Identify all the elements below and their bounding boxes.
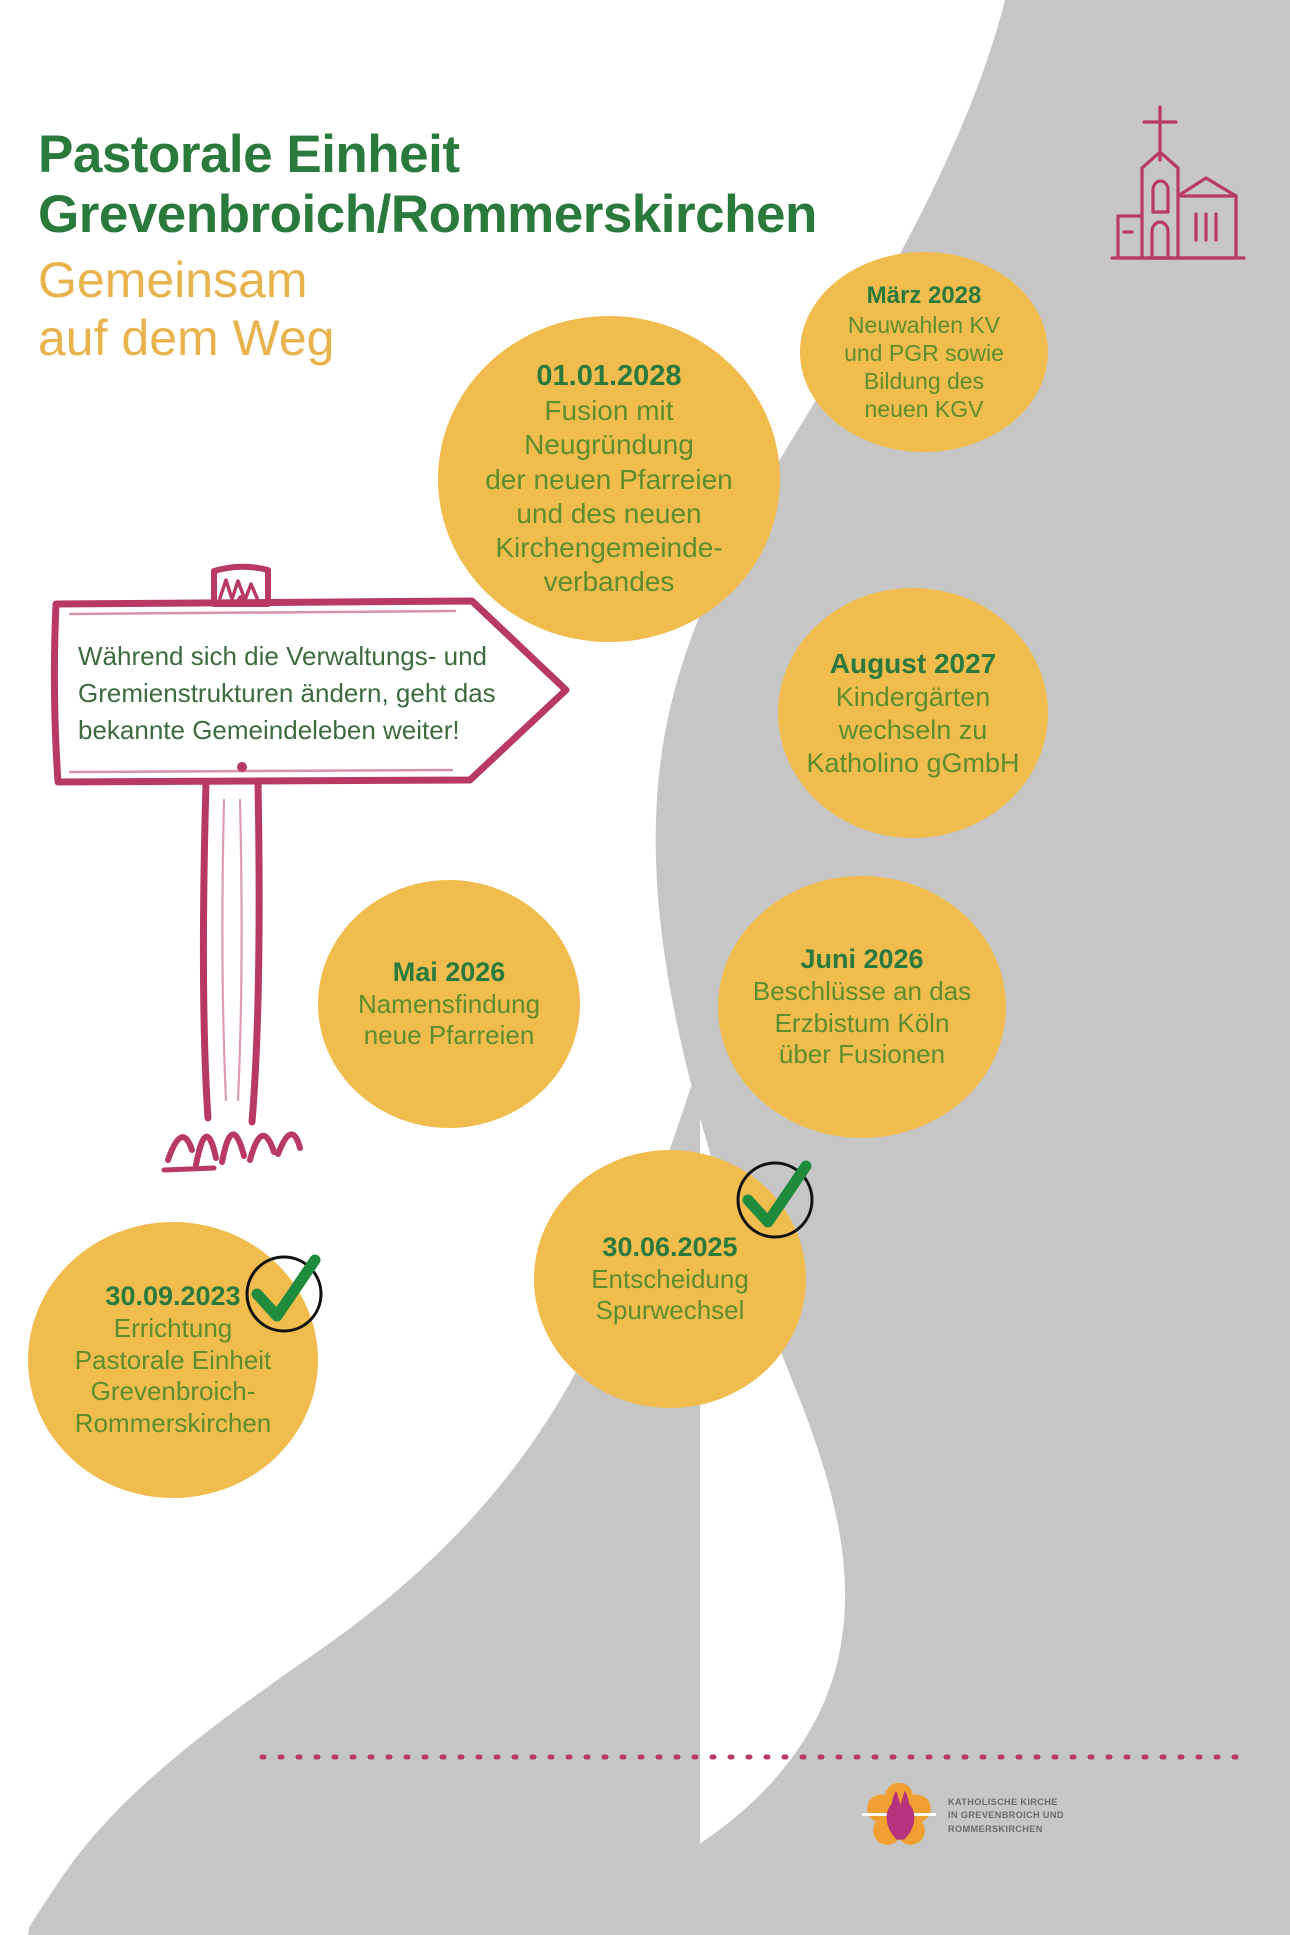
milestone-body: Fusion mit Neugründung der neuen Pfarrei… [485,394,733,599]
signpost-post-texture [221,798,243,1102]
milestone-line: Grevenbroich- [90,1376,256,1407]
milestone-body: Neuwahlen KV und PGR sowie Bildung des n… [844,311,1004,423]
milestone-body: Beschlüsse an das Erzbistum Köln über Fu… [753,976,971,1071]
milestone-line: Bildung des [863,367,985,394]
milestone-date: August 2027 [829,647,997,679]
grass-blade-5 [275,1131,303,1157]
organization-logo: KATHOLISCHE KIRCHE IN GREVENBROICH UND R… [862,1775,1162,1857]
church-nave-roof [1176,176,1238,198]
church-tower [1140,150,1180,260]
milestone-bubble-2028-03: März 2028 Neuwahlen KV und PGR sowie Bil… [800,252,1048,452]
milestone-line: Kindergärten [835,681,991,712]
praying-hands [886,1790,915,1840]
grass-blade-4 [247,1132,277,1163]
milestone-line: Rommerskirchen [74,1408,272,1439]
milestone-line: Katholino gGmbH [806,747,1020,778]
milestone-line: Spurwechsel [595,1295,745,1326]
milestone-line: Namensfindung [357,988,541,1019]
grass-blade-2 [193,1133,219,1168]
signpost-post-left [199,778,212,1122]
signpost-board-inner-line [68,609,457,616]
milestone-line: wechseln zu [838,714,988,745]
grass-blade-1 [165,1134,195,1163]
logo-line-3: ROMMERSKIRCHEN [948,1823,1043,1834]
milestone-bubble-2026-05: Mai 2026 Namensfindung neue Pfarreien [318,880,580,1128]
katholische-kirche-flower-icon [862,1782,936,1845]
milestone-bubble-2027-08: August 2027 Kindergärten wechseln zu Kat… [778,588,1048,838]
milestone-line: Fusion mit [544,395,674,427]
church-tower-window [1151,179,1170,214]
signpost-top-tab [211,563,271,607]
milestone-line: verbandes [543,566,675,597]
milestone-line: der neuen Pfarreien [485,463,733,495]
title-line-2: Grevenbroich/Rommerskirchen [38,184,817,244]
title-line-1: Pastorale Einheit [38,125,460,184]
grass-blade-3 [219,1131,247,1165]
milestone-bubble-2028-01: 01.01.2028 Fusion mit Neugründung der ne… [438,316,780,642]
milestone-date: März 2028 [866,282,982,310]
milestone-bubble-2023-09: 30.09.2023 Errichtung Pastorale Einheit … [28,1222,318,1498]
grass-ground [161,1165,217,1173]
milestone-line: Pastorale Einheit [74,1344,272,1375]
signpost-message: Während sich die Verwaltungs- und Gremie… [78,641,496,745]
church-door [1150,220,1170,260]
milestone-bubble-2025-06: 30.06.2025 Entscheidung Spurwechsel [534,1150,806,1408]
signpost-board-inner-line-2 [68,768,454,774]
milestone-body: Kindergärten wechseln zu Katholino gGmbH [806,681,1019,780]
milestone-line: Errichtung [113,1313,233,1344]
milestone-line: Neuwahlen KV [847,311,1001,338]
logo-line-2: IN GREVENBROICH UND [948,1810,1064,1821]
milestone-line: und des neuen [516,497,702,529]
signpost-top-tab-scribble [218,578,259,602]
signpost-screw-top [237,595,247,605]
page-title: Pastorale Einheit Grevenbroich/Rommerski… [38,125,1128,367]
church-nave [1176,194,1238,260]
subtitle-line-2: auf dem Weg [38,309,335,366]
milestone-body: Errichtung Pastorale Einheit Grevenbroic… [75,1313,272,1440]
signpost-screw-bottom [237,762,247,772]
church-window-1 [1194,212,1218,242]
milestone-line: Entscheidung [591,1263,749,1294]
milestone-date: Mai 2026 [392,956,506,987]
milestone-line: Kirchengemeinde- [495,531,723,563]
milestone-body: Entscheidung Spurwechsel [591,1264,749,1327]
milestone-date: 30.09.2023 [105,1281,241,1312]
milestone-bubble-2026-06: Juni 2026 Beschlüsse an das Erzbistum Kö… [718,876,1006,1138]
logo-text: KATHOLISCHE KIRCHE IN GREVENBROICH UND R… [948,1796,1064,1835]
milestone-date: 30.06.2025 [602,1231,738,1262]
logo-line-1: KATHOLISCHE KIRCHE [948,1797,1058,1808]
signpost-post-right [248,778,263,1126]
subtitle-line-1: Gemeinsam [38,251,308,308]
milestone-line: neuen KGV [864,395,984,422]
milestone-line: Beschlüsse an das [752,975,972,1006]
milestone-line: über Fusionen [778,1039,946,1070]
milestone-line: neue Pfarreien [363,1020,535,1051]
milestone-body: Namensfindung neue Pfarreien [358,989,540,1052]
milestone-date: 01.01.2028 [536,359,682,392]
milestone-line: Erzbistum Köln [774,1007,950,1038]
milestone-line: Neugründung [524,429,694,461]
milestone-line: und PGR sowie [844,339,1004,366]
church-cross [1142,105,1178,162]
milestone-date: Juni 2026 [800,943,924,974]
